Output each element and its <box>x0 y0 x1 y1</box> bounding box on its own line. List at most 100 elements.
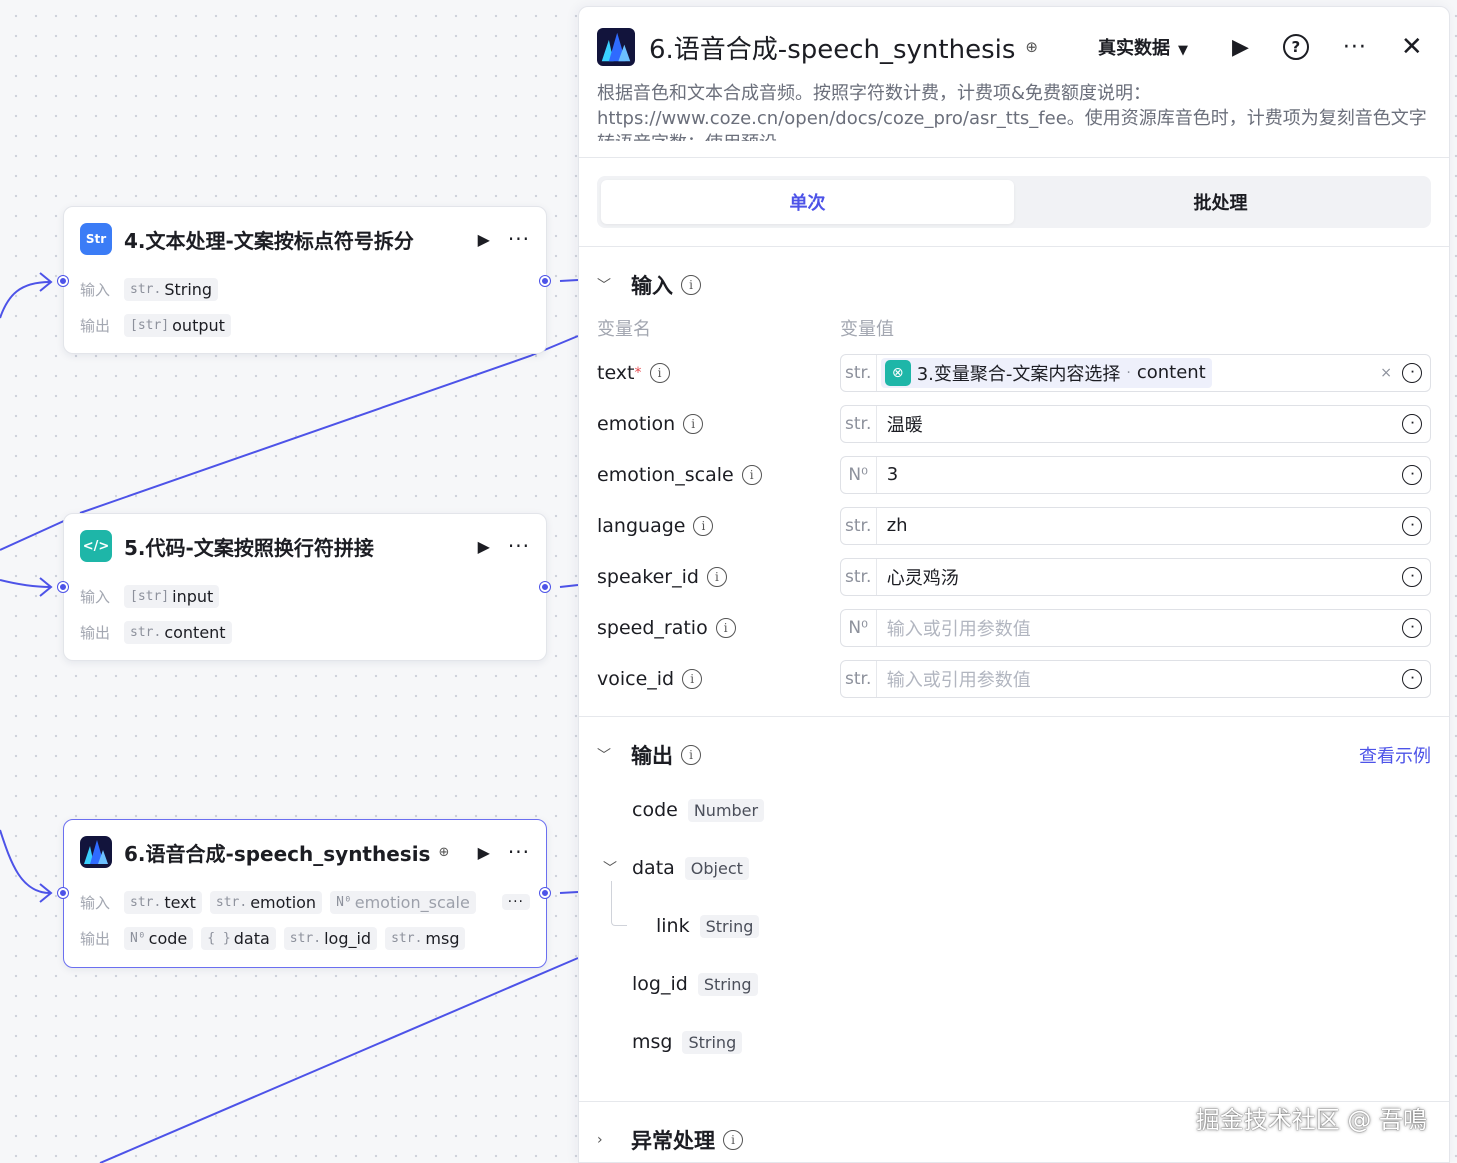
info-icon[interactable]: i <box>723 1130 743 1150</box>
param-value-field[interactable]: N⁰ 3 · <box>839 455 1431 494</box>
info-icon[interactable]: i <box>741 464 762 485</box>
edge-arrow-node-4 <box>39 272 53 292</box>
node-code[interactable]: </> 5.代码-文案按照换行符拼接 ▶ ··· 输入 [str]input 输… <box>63 513 547 661</box>
info-icon[interactable]: i <box>649 362 670 383</box>
ref-separator: · <box>1126 364 1131 381</box>
node6-input-port[interactable] <box>58 888 68 898</box>
data-mode-dropdown[interactable]: 真实数据▼ <box>1098 34 1188 60</box>
view-example-link[interactable]: 查看示例 <box>1359 746 1431 767</box>
param-value-field[interactable]: N⁰ 输入或引用参数值 · <box>839 608 1431 647</box>
node4-output-port[interactable] <box>540 276 550 286</box>
node-more-button[interactable]: ··· <box>507 227 530 251</box>
run-button[interactable]: ▶ <box>1231 34 1249 60</box>
variable-select-icon[interactable]: · <box>1402 566 1422 587</box>
node5-output-port[interactable] <box>540 582 550 592</box>
param-value-field[interactable]: str. 输入或引用参数值 · <box>839 659 1431 698</box>
input-column-headers: 变量名 变量值 <box>579 313 1449 343</box>
input-section-header[interactable]: ﹀ 输入 i <box>579 247 1449 323</box>
chevron-down-icon[interactable]: ﹀ <box>597 748 611 764</box>
param-value-placeholder[interactable]: 输入或引用参数值 <box>886 669 1031 691</box>
divider <box>579 716 1449 717</box>
type-tag: str. <box>841 507 877 544</box>
param-row-speaker-id: speaker_id i str. 心灵鸡汤 · <box>579 551 1449 602</box>
param-value-field[interactable]: str. zh · <box>839 506 1431 545</box>
output-param-chip: str.msg <box>385 926 466 950</box>
param-value-field[interactable]: str. 温暖 · <box>839 404 1431 443</box>
output-field-type: String <box>699 914 760 938</box>
clear-icon[interactable]: × <box>1380 364 1392 381</box>
output-section-header[interactable]: ﹀ 输出 i 查看示例 <box>579 717 1449 793</box>
edge-node5-out <box>559 584 579 588</box>
chevron-down-icon[interactable]: ﹀ <box>597 278 611 294</box>
chevron-down-icon[interactable]: ﹀ <box>603 861 617 877</box>
variable-select-icon[interactable]: · <box>1402 413 1422 434</box>
error-section-header[interactable]: › 异常处理 i <box>579 1102 1449 1162</box>
node-more-button[interactable]: ··· <box>507 534 530 558</box>
input-param-chip: str.text <box>124 890 202 914</box>
output-field-msg: msg String <box>579 1013 1449 1071</box>
info-icon[interactable]: i <box>681 745 701 765</box>
param-name: language i <box>597 515 840 537</box>
volcano-logo-icon <box>597 28 635 66</box>
variable-select-icon[interactable]: · <box>1402 362 1422 383</box>
info-icon[interactable]: i <box>681 275 701 295</box>
plugin-badge-icon: ⊕ <box>438 844 450 860</box>
info-icon[interactable]: i <box>682 668 703 689</box>
variable-select-icon[interactable]: · <box>1402 464 1422 485</box>
param-value[interactable]: 3 <box>886 464 899 485</box>
required-marker: * <box>634 364 642 381</box>
panel-header: 6.语音合成-speech_synthesis ⊕ 真实数据▼ ▶ ? ··· … <box>579 7 1449 87</box>
variable-select-icon[interactable]: · <box>1402 617 1422 638</box>
variable-select-icon[interactable]: · <box>1402 515 1422 536</box>
param-value[interactable]: 心灵鸡汤 <box>886 567 959 589</box>
text-process-icon: Str <box>80 223 112 255</box>
info-icon[interactable]: i <box>693 515 714 536</box>
edge-node6-out <box>559 891 579 894</box>
more-options-button[interactable]: ··· <box>1342 34 1367 60</box>
edge-diagonal-lower <box>99 957 579 1163</box>
close-icon[interactable]: ✕ <box>1400 32 1423 62</box>
more-inputs-button[interactable]: ··· <box>501 894 530 910</box>
run-node-button[interactable]: ▶ <box>477 229 490 249</box>
panel-title: 6.语音合成-speech_synthesis <box>649 34 1016 65</box>
output-field-log-id: log_id String <box>579 955 1449 1013</box>
node-input-row: 输入 str.String <box>64 271 546 307</box>
param-value[interactable]: 温暖 <box>886 414 923 436</box>
node4-input-port[interactable] <box>58 276 68 286</box>
node6-output-port[interactable] <box>540 888 550 898</box>
node-input-row: 输入 [str]input <box>64 578 546 614</box>
column-header-name: 变量名 <box>597 319 651 340</box>
info-icon[interactable]: i <box>715 617 736 638</box>
node-speech-synthesis[interactable]: 6.语音合成-speech_synthesis ⊕ ▶ ··· 输入 str.t… <box>63 819 547 968</box>
param-value[interactable]: zh <box>886 515 908 536</box>
node-text-process[interactable]: Str 4.文本处理-文案按标点符号拆分 ▶ ··· 输入 str.String… <box>63 206 547 354</box>
run-node-button[interactable]: ▶ <box>477 842 490 862</box>
info-icon[interactable]: i <box>683 413 704 434</box>
node5-input-port[interactable] <box>58 582 68 592</box>
node-more-button[interactable]: ··· <box>507 840 530 864</box>
param-value-field[interactable]: str. 心灵鸡汤 · <box>839 557 1431 596</box>
run-node-button[interactable]: ▶ <box>477 536 490 556</box>
info-icon[interactable]: i <box>706 566 727 587</box>
variable-select-icon[interactable]: · <box>1402 668 1422 689</box>
output-field-type: String <box>682 1030 743 1054</box>
type-tag: str. <box>841 405 877 442</box>
param-value-field[interactable]: str. ⊗ 3.变量聚合-文案内容选择 · content × · <box>839 353 1431 392</box>
param-row-speed-ratio: speed_ratio i N⁰ 输入或引用参数值 · <box>579 602 1449 653</box>
param-row-voice-id: voice_id i str. 输入或引用参数值 · <box>579 653 1449 704</box>
input-param-chip: [str]input <box>124 584 220 608</box>
edge-into-node-5 <box>0 579 51 588</box>
chevron-right-icon[interactable]: › <box>597 1132 603 1148</box>
error-section-title: 异常处理 <box>631 1129 715 1153</box>
tab-single[interactable]: 单次 <box>601 180 1014 224</box>
param-value-placeholder[interactable]: 输入或引用参数值 <box>886 618 1031 640</box>
type-tag: str. <box>841 558 877 595</box>
variable-reference-chip[interactable]: ⊗ 3.变量聚合-文案内容选择 · content <box>880 357 1212 388</box>
help-icon[interactable]: ? <box>1282 34 1309 60</box>
output-field-name: data <box>632 857 675 879</box>
input-label: 输入 <box>80 893 111 912</box>
output-field-data[interactable]: ﹀ data Object <box>579 839 1449 897</box>
tab-batch[interactable]: 批处理 <box>1193 193 1248 214</box>
